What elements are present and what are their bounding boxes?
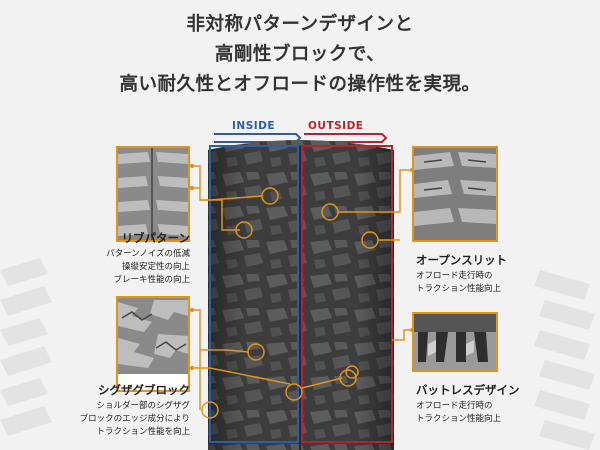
headline: 非対称パターンデザインと 高剛性ブロックで、 高い耐久性とオフロードの操作性を実…: [0, 10, 600, 100]
zigzag-block-detail-image: [116, 296, 190, 392]
open-slit-title: オープンスリット: [416, 253, 508, 267]
open-slit-detail-image: [412, 146, 498, 242]
zigzag-block-description: ショルダー部のシグザグ ブロックのエッジ成分により トラクション性能を向上: [79, 401, 190, 437]
headline-line-1: 非対称パターンデザインと: [186, 14, 414, 35]
outside-tab-marker: [304, 133, 388, 143]
headline-line-3: 高い耐久性とオフロードの操作性を実現。: [119, 74, 481, 95]
rib-pattern-title: リブパターン: [121, 231, 190, 245]
inside-label: INSIDE: [232, 120, 276, 132]
outside-frame: [301, 145, 393, 443]
zigzag-block-title: シグザグブロック: [98, 383, 190, 397]
open-slit-description: オフロード走行時の トラクション性能向上: [416, 271, 502, 294]
buttress-design-description: オフロード走行時の トラクション性能向上: [416, 401, 502, 424]
outside-label: OUTSIDE: [308, 120, 364, 132]
inside-frame: [209, 145, 299, 443]
rib-pattern-description: パターンノイズの低減 操縦安定性の向上 ブレーキ性能の向上: [106, 249, 190, 285]
rib-pattern-detail-image: [116, 146, 190, 242]
buttress-design-title: バットレスデザイン: [416, 383, 520, 397]
buttress-design-detail-image: [412, 312, 498, 372]
headline-line-2: 高剛性ブロックで、: [214, 44, 386, 65]
